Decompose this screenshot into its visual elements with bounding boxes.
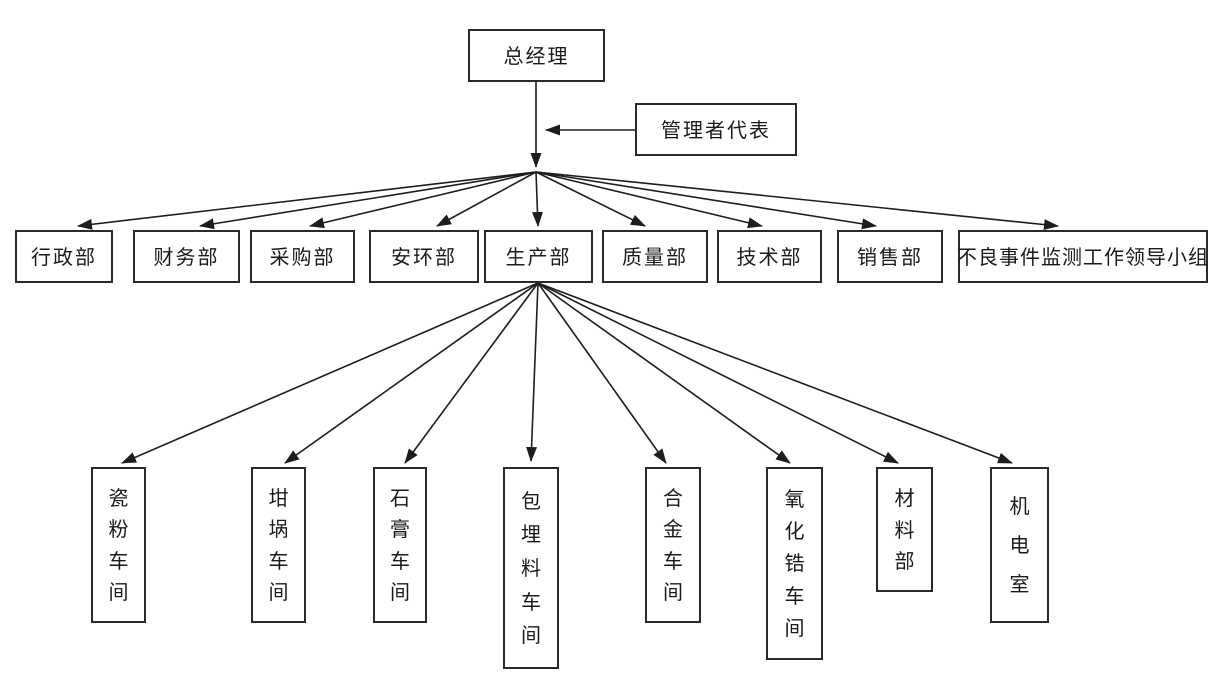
node-dept-production: 生产部 [484,230,593,283]
node-dept-sales: 销售部 [837,230,943,283]
node-unit-zirconia-workshop: 氧化锆车间 [766,467,823,660]
node-unit-gypsum-workshop: 石膏车间 [373,467,427,623]
node-dept-safety-environment: 安环部 [369,230,479,283]
node-unit-alloy-workshop: 合金车间 [645,467,701,623]
node-unit-investment-material-workshop: 包埋料车间 [503,467,559,669]
node-dept-admin: 行政部 [15,230,113,283]
node-unit-materials-dept: 材料部 [876,467,933,592]
node-adverse-event-monitoring-group: 不良事件监测工作领导小组 [957,230,1208,283]
node-dept-technology: 技术部 [717,230,822,283]
node-general-manager: 总经理 [468,29,605,82]
node-dept-purchasing: 采购部 [250,230,355,283]
node-management-representative: 管理者代表 [635,103,797,156]
node-dept-quality: 质量部 [602,230,708,283]
node-unit-porcelain-powder-workshop: 瓷粉车间 [91,467,146,623]
node-unit-mechanical-electrical-room: 机电室 [990,467,1049,623]
node-unit-crucible-workshop: 坩埚车间 [251,467,306,623]
node-dept-finance: 财务部 [133,230,240,283]
